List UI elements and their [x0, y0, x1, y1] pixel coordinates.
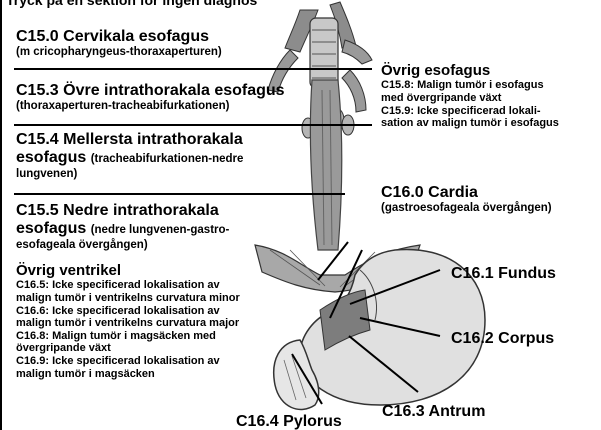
- c15-3-label[interactable]: C15.3 Övre intrathorakala esofagus (thor…: [16, 82, 285, 114]
- c16-3-antrum-label[interactable]: C16.3 Antrum: [382, 403, 485, 421]
- c15-4-title-line1: C15.4 Mellersta intrathorakala: [16, 131, 243, 149]
- c15-9-line1: C15.9: Icke specificerad lokali-: [381, 105, 559, 118]
- c15-3-title: C15.3 Övre intrathorakala esofagus: [16, 82, 285, 100]
- esophagus-tube: [310, 80, 341, 250]
- c16-5-line2: malign tumör i ventrikelns curvatura min…: [16, 292, 240, 305]
- ovrig-esofagus-heading: Övrig esofagus: [381, 62, 559, 79]
- c16-6-line1: C16.6: Icke specificerad lokalisation av: [16, 305, 240, 318]
- c15-0-title: C15.0 Cervikala esofagus: [16, 28, 222, 46]
- c15-8-line2: med övergripande växt: [381, 92, 559, 105]
- c15-5-label[interactable]: C15.5 Nedre intrathorakala esofagus (ned…: [16, 202, 229, 252]
- c16-5-line1: C16.5: Icke specificerad lokalisation av: [16, 279, 240, 292]
- c15-8-line1: C15.8: Malign tumör i esofagus: [381, 79, 559, 92]
- c15-0-desc: (m cricopharyngeus-thoraxaperturen): [16, 46, 222, 59]
- c15-4-desc-line2: lungvenen): [16, 168, 243, 181]
- c15-0-label[interactable]: C15.0 Cervikala esofagus (m cricopharyng…: [16, 28, 222, 60]
- c16-4-pylorus-label[interactable]: C16.4 Pylorus: [236, 413, 342, 430]
- c15-9-line2: sation av malign tumör i esofagus: [381, 117, 559, 130]
- c15-5-desc: (nedre lungvenen-gastro-: [91, 224, 230, 236]
- c15-4-desc: (tracheabifurkationen-nedre: [91, 153, 244, 165]
- c15-5-title-line1: C15.5 Nedre intrathorakala: [16, 202, 229, 220]
- c16-8-line2: övergripande växt: [16, 342, 240, 355]
- c16-6-line2: malign tumör i ventrikelns curvatura maj…: [16, 317, 240, 330]
- ovrig-ventrikel-block[interactable]: Övrig ventrikel C16.5: Icke specificerad…: [16, 262, 240, 380]
- ovrig-ventrikel-heading: Övrig ventrikel: [16, 262, 240, 279]
- c16-8-line1: C16.8: Malign tumör i magsäcken med: [16, 330, 240, 343]
- c16-9-line2: malign tumör i magsäcken: [16, 368, 240, 381]
- c15-3-desc: (thoraxaperturen-tracheabifurkationen): [16, 100, 285, 113]
- c16-9-line1: C16.9: Icke specificerad lokalisation av: [16, 355, 240, 368]
- c15-5-desc-line2: esofageala övergången): [16, 239, 229, 252]
- c16-0-title: C16.0 Cardia: [381, 184, 552, 202]
- c16-2-corpus-label[interactable]: C16.2 Corpus: [451, 330, 554, 348]
- c16-0-label[interactable]: C16.0 Cardia (gastroesofageala övergånge…: [381, 184, 552, 216]
- c16-0-desc: (gastroesofageala övergången): [381, 202, 552, 215]
- c15-5-title-line2: esofagus: [16, 220, 86, 237]
- ovrig-esofagus-block[interactable]: Övrig esofagus C15.8: Malign tumör i eso…: [381, 62, 559, 130]
- c16-1-fundus-label[interactable]: C16.1 Fundus: [451, 265, 556, 283]
- c15-4-title-line2: esofagus: [16, 149, 86, 166]
- c15-4-label[interactable]: C15.4 Mellersta intrathorakala esofagus …: [16, 131, 243, 181]
